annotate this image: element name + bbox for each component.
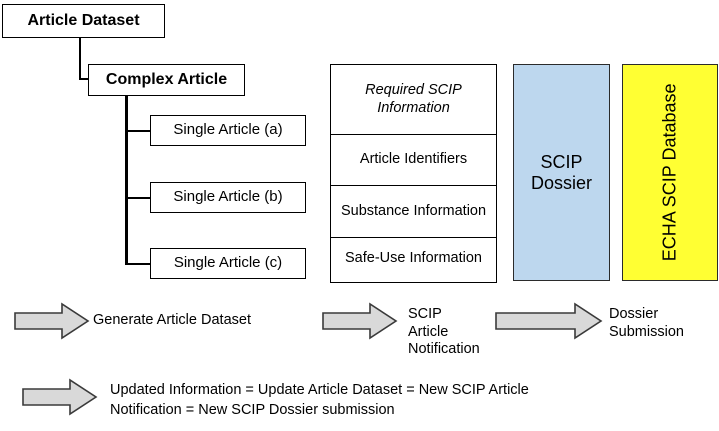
scip-table-header: Required SCIP Information [331, 65, 496, 135]
node-single-article-b-label: Single Article (b) [173, 188, 283, 206]
scip-table-row-article-identifiers: Article Identifiers [331, 135, 496, 186]
node-single-article-c[interactable]: Single Article (c) [150, 248, 306, 279]
node-single-article-a[interactable]: Single Article (a) [150, 115, 306, 146]
scip-table-header-label: Required SCIP Information [365, 82, 462, 116]
connector-root-to-complex-vertical [79, 38, 81, 80]
right-arrow-icon-generate [14, 302, 90, 340]
arrow-caption-dossier-submission: Dossier Submission [609, 306, 684, 340]
node-article-dataset-label: Article Dataset [27, 12, 140, 30]
right-arrow-icon-update [22, 378, 98, 416]
scip-table-row-safe-use-information-label: Safe-Use Information [344, 250, 482, 267]
scip-table-row-substance-information-label: Substance Information [340, 202, 487, 219]
arrow-caption-scip-article-notification: SCIP Article Notification [408, 306, 480, 358]
node-single-article-c-label: Single Article (c) [173, 254, 283, 272]
node-complex-article[interactable]: Complex Article [88, 64, 245, 96]
node-complex-article-label: Complex Article [105, 71, 228, 89]
connector-to-single-article-a [125, 130, 152, 132]
connector-root-to-complex-horizontal [79, 78, 90, 80]
scip-table-row-safe-use-information: Safe-Use Information [331, 238, 496, 280]
arrow-caption-updated-information: Updated Information = Update Article Dat… [110, 382, 529, 418]
connector-complex-trunk [125, 96, 128, 264]
node-echa-scip-database[interactable]: ECHA SCIP Database [622, 64, 718, 281]
node-scip-dossier[interactable]: SCIP Dossier [513, 64, 610, 281]
connector-to-single-article-c [125, 263, 152, 265]
node-scip-dossier-label: SCIP Dossier [530, 152, 592, 193]
node-article-dataset[interactable]: Article Dataset [2, 4, 165, 38]
scip-table-row-article-identifiers-label: Article Identifiers [359, 151, 468, 168]
scip-table-row-substance-information: Substance Information [331, 186, 496, 238]
node-single-article-b[interactable]: Single Article (b) [150, 182, 306, 213]
arrow-caption-generate-article-dataset: Generate Article Dataset [93, 312, 251, 328]
connector-to-single-article-b [125, 197, 152, 199]
node-echa-scip-database-label: ECHA SCIP Database [659, 83, 680, 262]
right-arrow-icon-submission [495, 302, 603, 340]
right-arrow-icon-notification [322, 302, 398, 340]
scip-information-table: Required SCIP Information Article Identi… [330, 64, 497, 283]
node-single-article-a-label: Single Article (a) [173, 121, 283, 139]
